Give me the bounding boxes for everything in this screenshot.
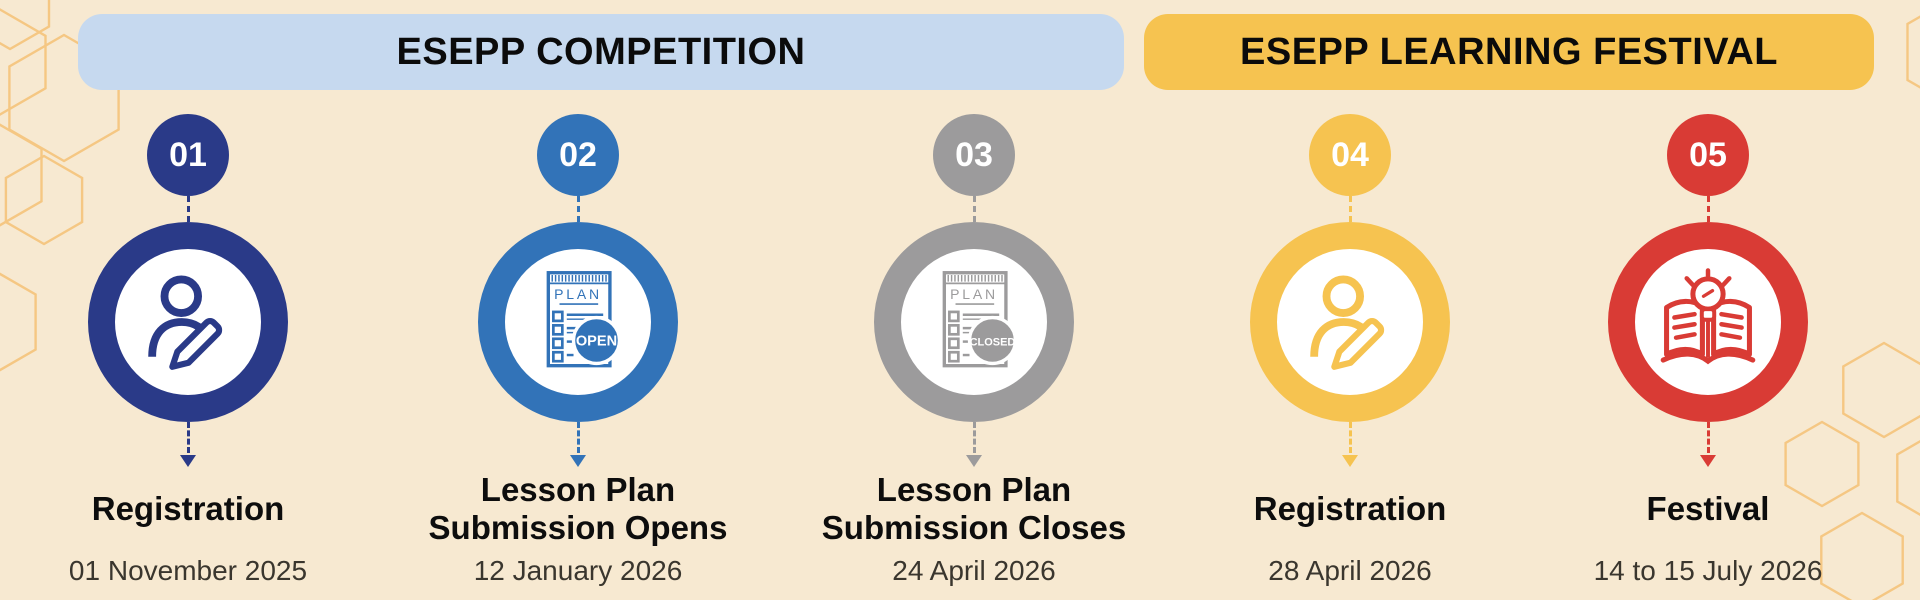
step-number-badge: 02 (537, 114, 619, 196)
step-number: 05 (1689, 135, 1727, 174)
user-edit-icon (148, 275, 223, 370)
step-circle (1250, 222, 1450, 422)
step-number-badge: 04 (1309, 114, 1391, 196)
competition-header-bar: ESEPP COMPETITION (78, 14, 1124, 90)
step-date: 01 November 2025 (68, 555, 308, 586)
plan-pad-slot: PLAN CLOSED (918, 266, 1030, 378)
plan-pad-slot: PLAN OPEN (522, 266, 634, 378)
step-title: Registration (91, 490, 285, 527)
step-date: 28 April 2026 (1268, 555, 1432, 586)
step-number-badge: 05 (1667, 114, 1749, 196)
step-circle (1608, 222, 1808, 422)
step-number: 02 (559, 135, 597, 174)
learning-festival-header-label: ESEPP LEARNING FESTIVAL (1240, 30, 1778, 73)
timeline-step: 01 Registration 01 November 2025 (8, 0, 368, 600)
step-title: Festival (1646, 490, 1770, 527)
step-date: 14 to 15 July 2026 (1593, 555, 1823, 586)
connector-dashed-line (186, 196, 190, 222)
step-title: Lesson Plan Submission Closes (821, 471, 1127, 546)
connector-dashed-line (1348, 196, 1352, 222)
user-edit-icon (1310, 275, 1385, 370)
arrow-down (1342, 422, 1358, 467)
arrowhead-icon (966, 455, 982, 467)
user-edit-slot (1294, 266, 1406, 378)
book-bulb-slot (1652, 266, 1764, 378)
step-number: 03 (955, 135, 993, 174)
competition-header-label: ESEPP COMPETITION (396, 30, 806, 73)
hexagon-outline (1906, 15, 1920, 89)
connector-dashed-line (1706, 196, 1710, 222)
step-number: 04 (1331, 135, 1369, 174)
status-badge-label: OPEN (576, 334, 617, 350)
step-title: Registration (1253, 490, 1447, 527)
pad-title: PLAN (554, 286, 602, 302)
connector-dashed-line (972, 196, 976, 222)
arrowhead-icon (180, 455, 196, 467)
step-number-badge: 03 (933, 114, 1015, 196)
festival-book-bulb-icon (1660, 268, 1756, 365)
step-date: 12 January 2026 (473, 555, 683, 586)
user-edit-slot (132, 266, 244, 378)
status-badge (967, 315, 1018, 366)
arrowhead-icon (570, 455, 586, 467)
step-date: 24 April 2026 (892, 555, 1056, 586)
arrow-down (180, 422, 196, 467)
timeline-step: 04 Registration 28 April 2026 (1170, 0, 1530, 600)
status-badge-label: CLOSED (970, 337, 1016, 349)
arrow-down (570, 422, 586, 467)
step-number-badge: 01 (147, 114, 229, 196)
status-badge (571, 315, 622, 366)
arrowhead-icon (1342, 455, 1358, 467)
timeline-step: 05 Festival 14 to 15 July 2026 (1528, 0, 1888, 600)
step-number: 01 (169, 135, 207, 174)
pad-title: PLAN (950, 286, 998, 302)
step-circle: PLAN OPEN (478, 222, 678, 422)
timeline-step: 02 PLAN OPEN Lesso (398, 0, 758, 600)
lesson-plan-pad-icon: PLAN OPEN (546, 271, 622, 368)
step-circle: PLAN CLOSED (874, 222, 1074, 422)
learning-festival-header-bar: ESEPP LEARNING FESTIVAL (1144, 14, 1874, 90)
connector-dashed-line (576, 196, 580, 222)
hexagon-outline (1896, 440, 1920, 516)
arrow-down (966, 422, 982, 467)
arrowhead-icon (1700, 455, 1716, 467)
step-title: Lesson Plan Submission Opens (428, 471, 728, 546)
timeline-step: 03 PLAN CLOSED Les (794, 0, 1154, 600)
lesson-plan-pad-icon: PLAN CLOSED (942, 271, 1018, 368)
step-circle (88, 222, 288, 422)
arrow-down (1700, 422, 1716, 467)
